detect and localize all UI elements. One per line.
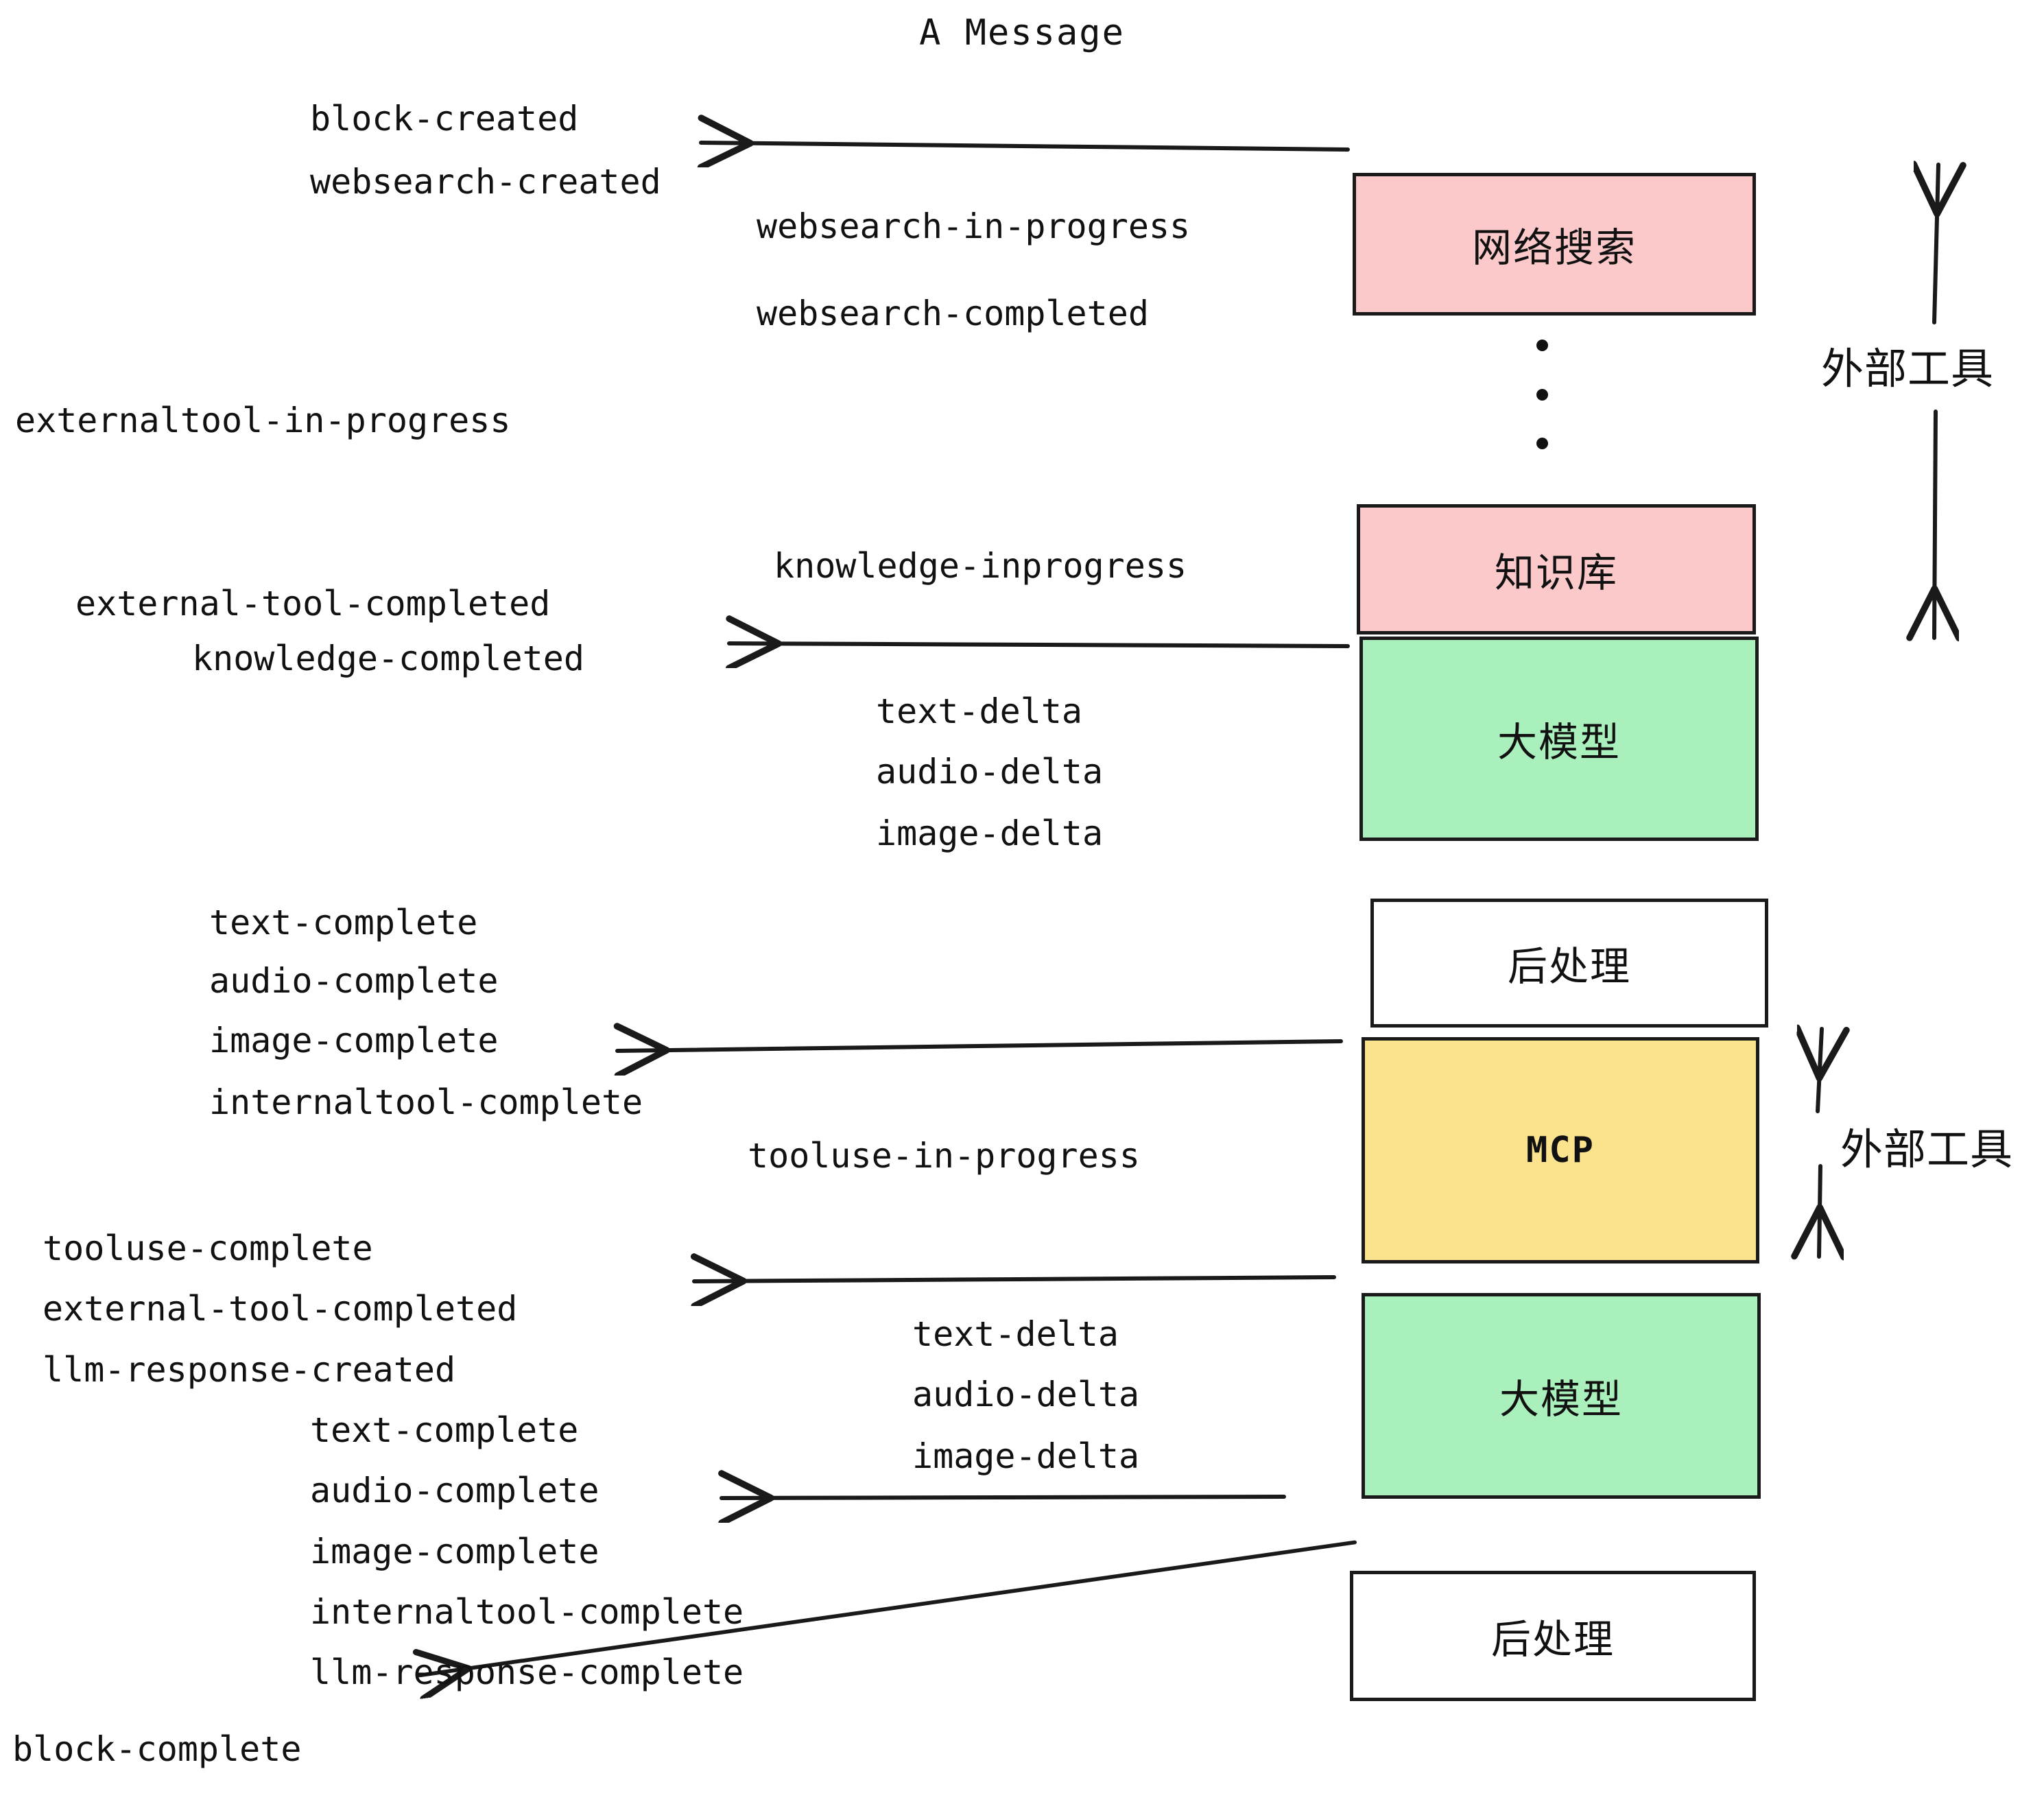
side-label-external-tool-top: 外部工具 (1821, 344, 1995, 394)
node-postprocess-1-label: 后处理 (1507, 943, 1631, 990)
event-external-tool-completed-1: external-tool-completed (75, 584, 551, 624)
node-llm-1[interactable]: 大模型 (1359, 637, 1759, 841)
event-text-delta-1: text-delta (876, 691, 1083, 731)
bracket-external-tool-top (1934, 165, 1938, 638)
node-llm-2[interactable]: 大模型 (1362, 1293, 1761, 1499)
event-text-complete-1: text-complete (209, 903, 478, 942)
node-mcp-label: MCP (1526, 1130, 1595, 1171)
side-label-external-tool-bottom: 外部工具 (1840, 1124, 2014, 1174)
node-llm-2-label: 大模型 (1499, 1376, 1623, 1423)
arrow-block-created (701, 143, 1350, 150)
event-websearch-completed: websearch-completed (757, 294, 1149, 333)
node-postprocess-2[interactable]: 后处理 (1350, 1571, 1756, 1701)
page-title: A Message (919, 12, 1125, 54)
event-internaltool-complete-1: internaltool-complete (209, 1082, 643, 1122)
bracket-external-tool-bottom (1818, 1029, 1822, 1257)
node-postprocess-1[interactable]: 后处理 (1370, 899, 1768, 1028)
event-externaltool-in-progress: externaltool-in-progress (15, 401, 511, 440)
event-audio-complete-2: audio-complete (310, 1471, 599, 1510)
node-knowledge[interactable]: 知识库 (1357, 504, 1756, 634)
arrow-knowledge-completed (729, 643, 1350, 646)
event-image-complete-1: image-complete (209, 1021, 499, 1060)
event-audio-delta-2: audio-delta (912, 1375, 1140, 1414)
arrow-tooluse-complete (694, 1277, 1336, 1281)
event-text-delta-2: text-delta (912, 1314, 1119, 1354)
event-tooluse-in-progress: tooluse-in-progress (748, 1136, 1140, 1176)
event-websearch-created: websearch-created (310, 162, 661, 202)
arrow-audio-complete (722, 1497, 1286, 1498)
node-knowledge-label: 知识库 (1494, 549, 1618, 596)
arrow-image-complete (617, 1041, 1343, 1051)
event-llm-response-complete: llm-response-complete (310, 1652, 744, 1692)
node-mcp[interactable]: MCP (1362, 1037, 1759, 1263)
event-audio-delta-1: audio-delta (876, 752, 1104, 792)
node-websearch[interactable]: 网络搜索 (1353, 173, 1756, 316)
event-external-tool-completed-2: external-tool-completed (43, 1289, 518, 1329)
event-knowledge-completed: knowledge-completed (192, 639, 584, 678)
vertical-ellipsis-icon (1535, 340, 1549, 449)
node-websearch-label: 网络搜索 (1471, 224, 1637, 271)
event-image-complete-2: image-complete (310, 1532, 599, 1571)
event-knowledge-inprogress: knowledge-inprogress (774, 546, 1187, 586)
event-tooluse-complete: tooluse-complete (43, 1229, 373, 1268)
event-audio-complete-1: audio-complete (209, 961, 499, 1001)
event-image-delta-2: image-delta (912, 1436, 1140, 1476)
event-block-complete: block-complete (12, 1729, 302, 1769)
node-postprocess-2-label: 后处理 (1490, 1616, 1615, 1663)
event-image-delta-1: image-delta (876, 814, 1104, 853)
event-text-complete-2: text-complete (310, 1410, 579, 1450)
event-llm-response-created: llm-response-created (43, 1350, 456, 1390)
node-llm-1-label: 大模型 (1497, 719, 1621, 765)
event-websearch-in-progress: websearch-in-progress (757, 206, 1191, 246)
event-block-created: block-created (310, 99, 579, 139)
event-internaltool-complete-2: internaltool-complete (310, 1592, 744, 1632)
